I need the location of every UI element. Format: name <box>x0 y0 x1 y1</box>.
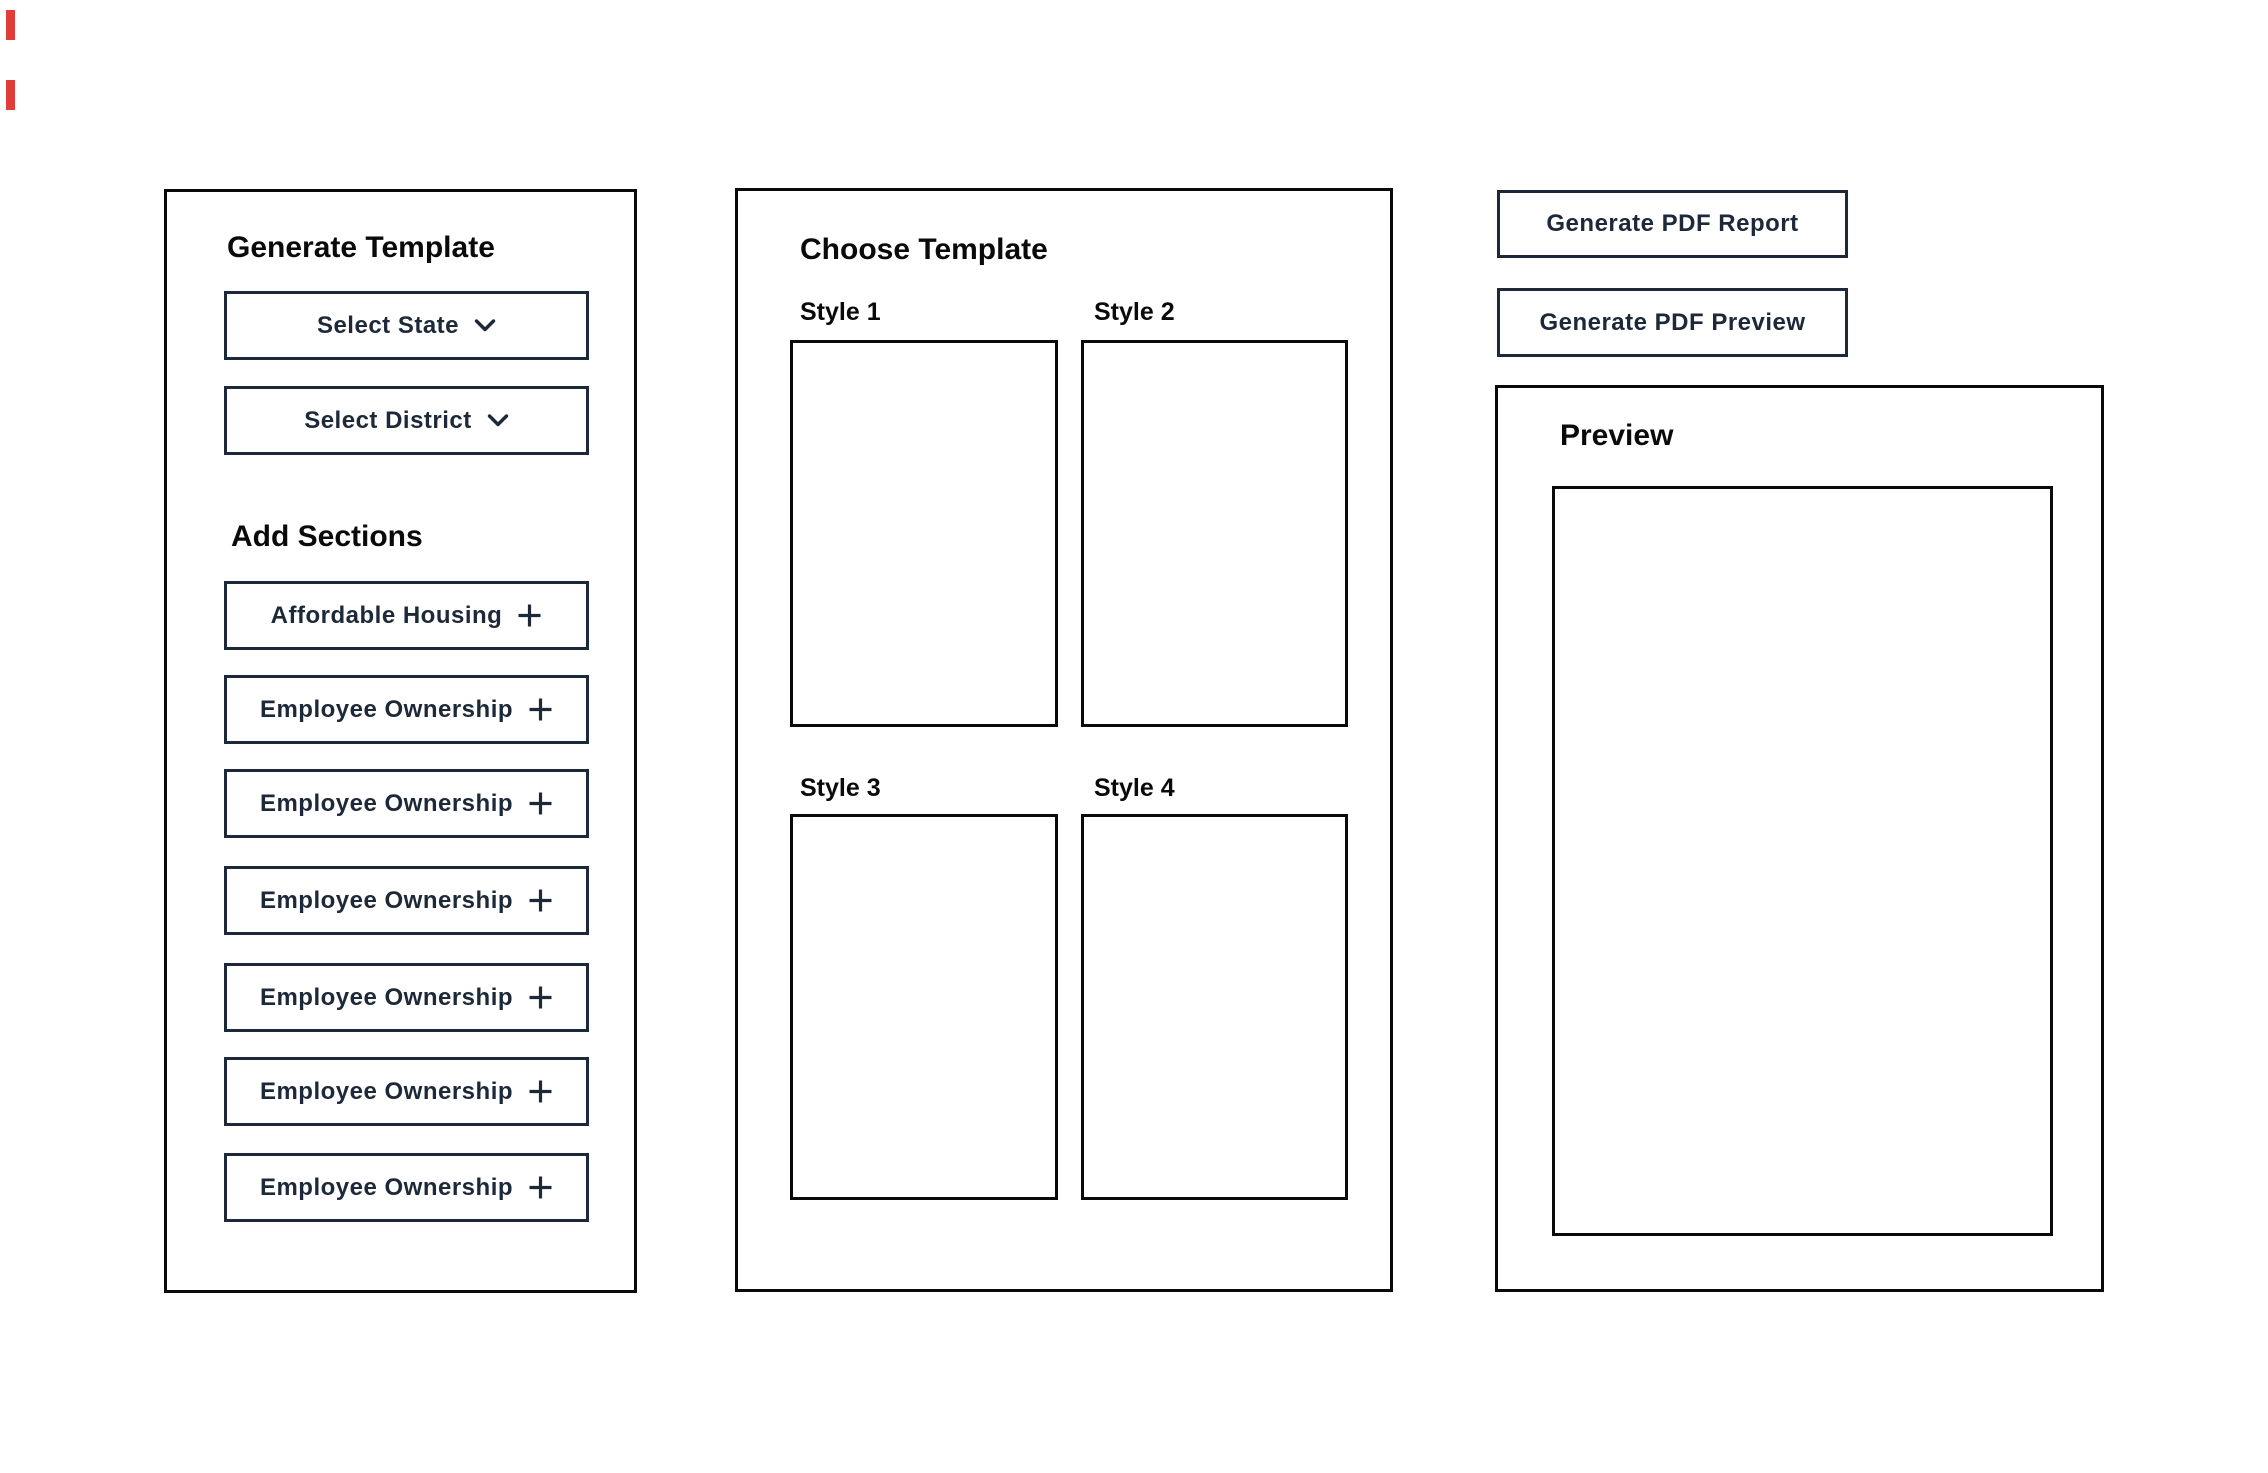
preview-document-area <box>1552 486 2053 1236</box>
red-edge-mark <box>6 10 15 40</box>
section-button-label: Employee Ownership <box>259 789 514 817</box>
style-3-label: Style 3 <box>800 774 881 802</box>
plus-icon <box>529 889 552 912</box>
plus-icon <box>529 1176 552 1199</box>
section-button-label: Employee Ownership <box>259 695 514 723</box>
plus-icon <box>529 1080 552 1103</box>
style-1-template-box[interactable] <box>790 340 1058 727</box>
select-state-label: Select State <box>316 311 460 339</box>
choose-template-panel: Choose Template Style 1 Style 2 Style 3 … <box>735 188 1393 1292</box>
style-2-template-box[interactable] <box>1081 340 1348 727</box>
select-district-label: Select District <box>304 406 472 434</box>
plus-icon <box>529 792 552 815</box>
select-district-dropdown[interactable]: Select District <box>224 386 589 455</box>
generate-pdf-report-button[interactable]: Generate PDF Report <box>1497 190 1848 258</box>
add-section-employee-ownership-button[interactable]: Employee Ownership <box>224 769 589 838</box>
add-section-employee-ownership-button[interactable]: Employee Ownership <box>224 1153 589 1222</box>
add-section-employee-ownership-button[interactable]: Employee Ownership <box>224 866 589 935</box>
style-1-label: Style 1 <box>800 298 881 326</box>
style-2-label: Style 2 <box>1094 298 1175 326</box>
preview-title: Preview <box>1560 419 1674 452</box>
plus-icon <box>518 604 541 627</box>
plus-icon <box>529 986 552 1009</box>
choose-template-title: Choose Template <box>800 233 1048 266</box>
chevron-down-icon <box>487 414 508 427</box>
section-button-label: Employee Ownership <box>259 983 514 1011</box>
generate-pdf-report-label: Generate PDF Report <box>1546 210 1799 237</box>
red-edge-mark <box>6 80 15 110</box>
generate-pdf-preview-button[interactable]: Generate PDF Preview <box>1497 288 1848 357</box>
generate-template-title: Generate Template <box>227 231 495 264</box>
add-sections-title: Add Sections <box>231 520 423 553</box>
generate-template-panel: Generate Template Select State Select Di… <box>164 189 637 1293</box>
add-section-affordable-housing-button[interactable]: Affordable Housing <box>224 581 589 650</box>
style-4-label: Style 4 <box>1094 774 1175 802</box>
style-4-template-box[interactable] <box>1081 814 1348 1200</box>
section-button-label: Employee Ownership <box>259 1077 514 1105</box>
section-button-label: Employee Ownership <box>259 1173 514 1201</box>
plus-icon <box>529 698 552 721</box>
add-section-employee-ownership-button[interactable]: Employee Ownership <box>224 963 589 1032</box>
section-button-label: Affordable Housing <box>270 601 503 629</box>
generate-pdf-preview-label: Generate PDF Preview <box>1539 308 1806 336</box>
style-3-template-box[interactable] <box>790 814 1058 1200</box>
add-section-employee-ownership-button[interactable]: Employee Ownership <box>224 675 589 744</box>
select-state-dropdown[interactable]: Select State <box>224 291 589 360</box>
preview-panel: Preview <box>1495 385 2104 1292</box>
section-button-label: Employee Ownership <box>259 886 514 914</box>
chevron-down-icon <box>474 319 496 332</box>
add-section-employee-ownership-button[interactable]: Employee Ownership <box>224 1057 589 1126</box>
